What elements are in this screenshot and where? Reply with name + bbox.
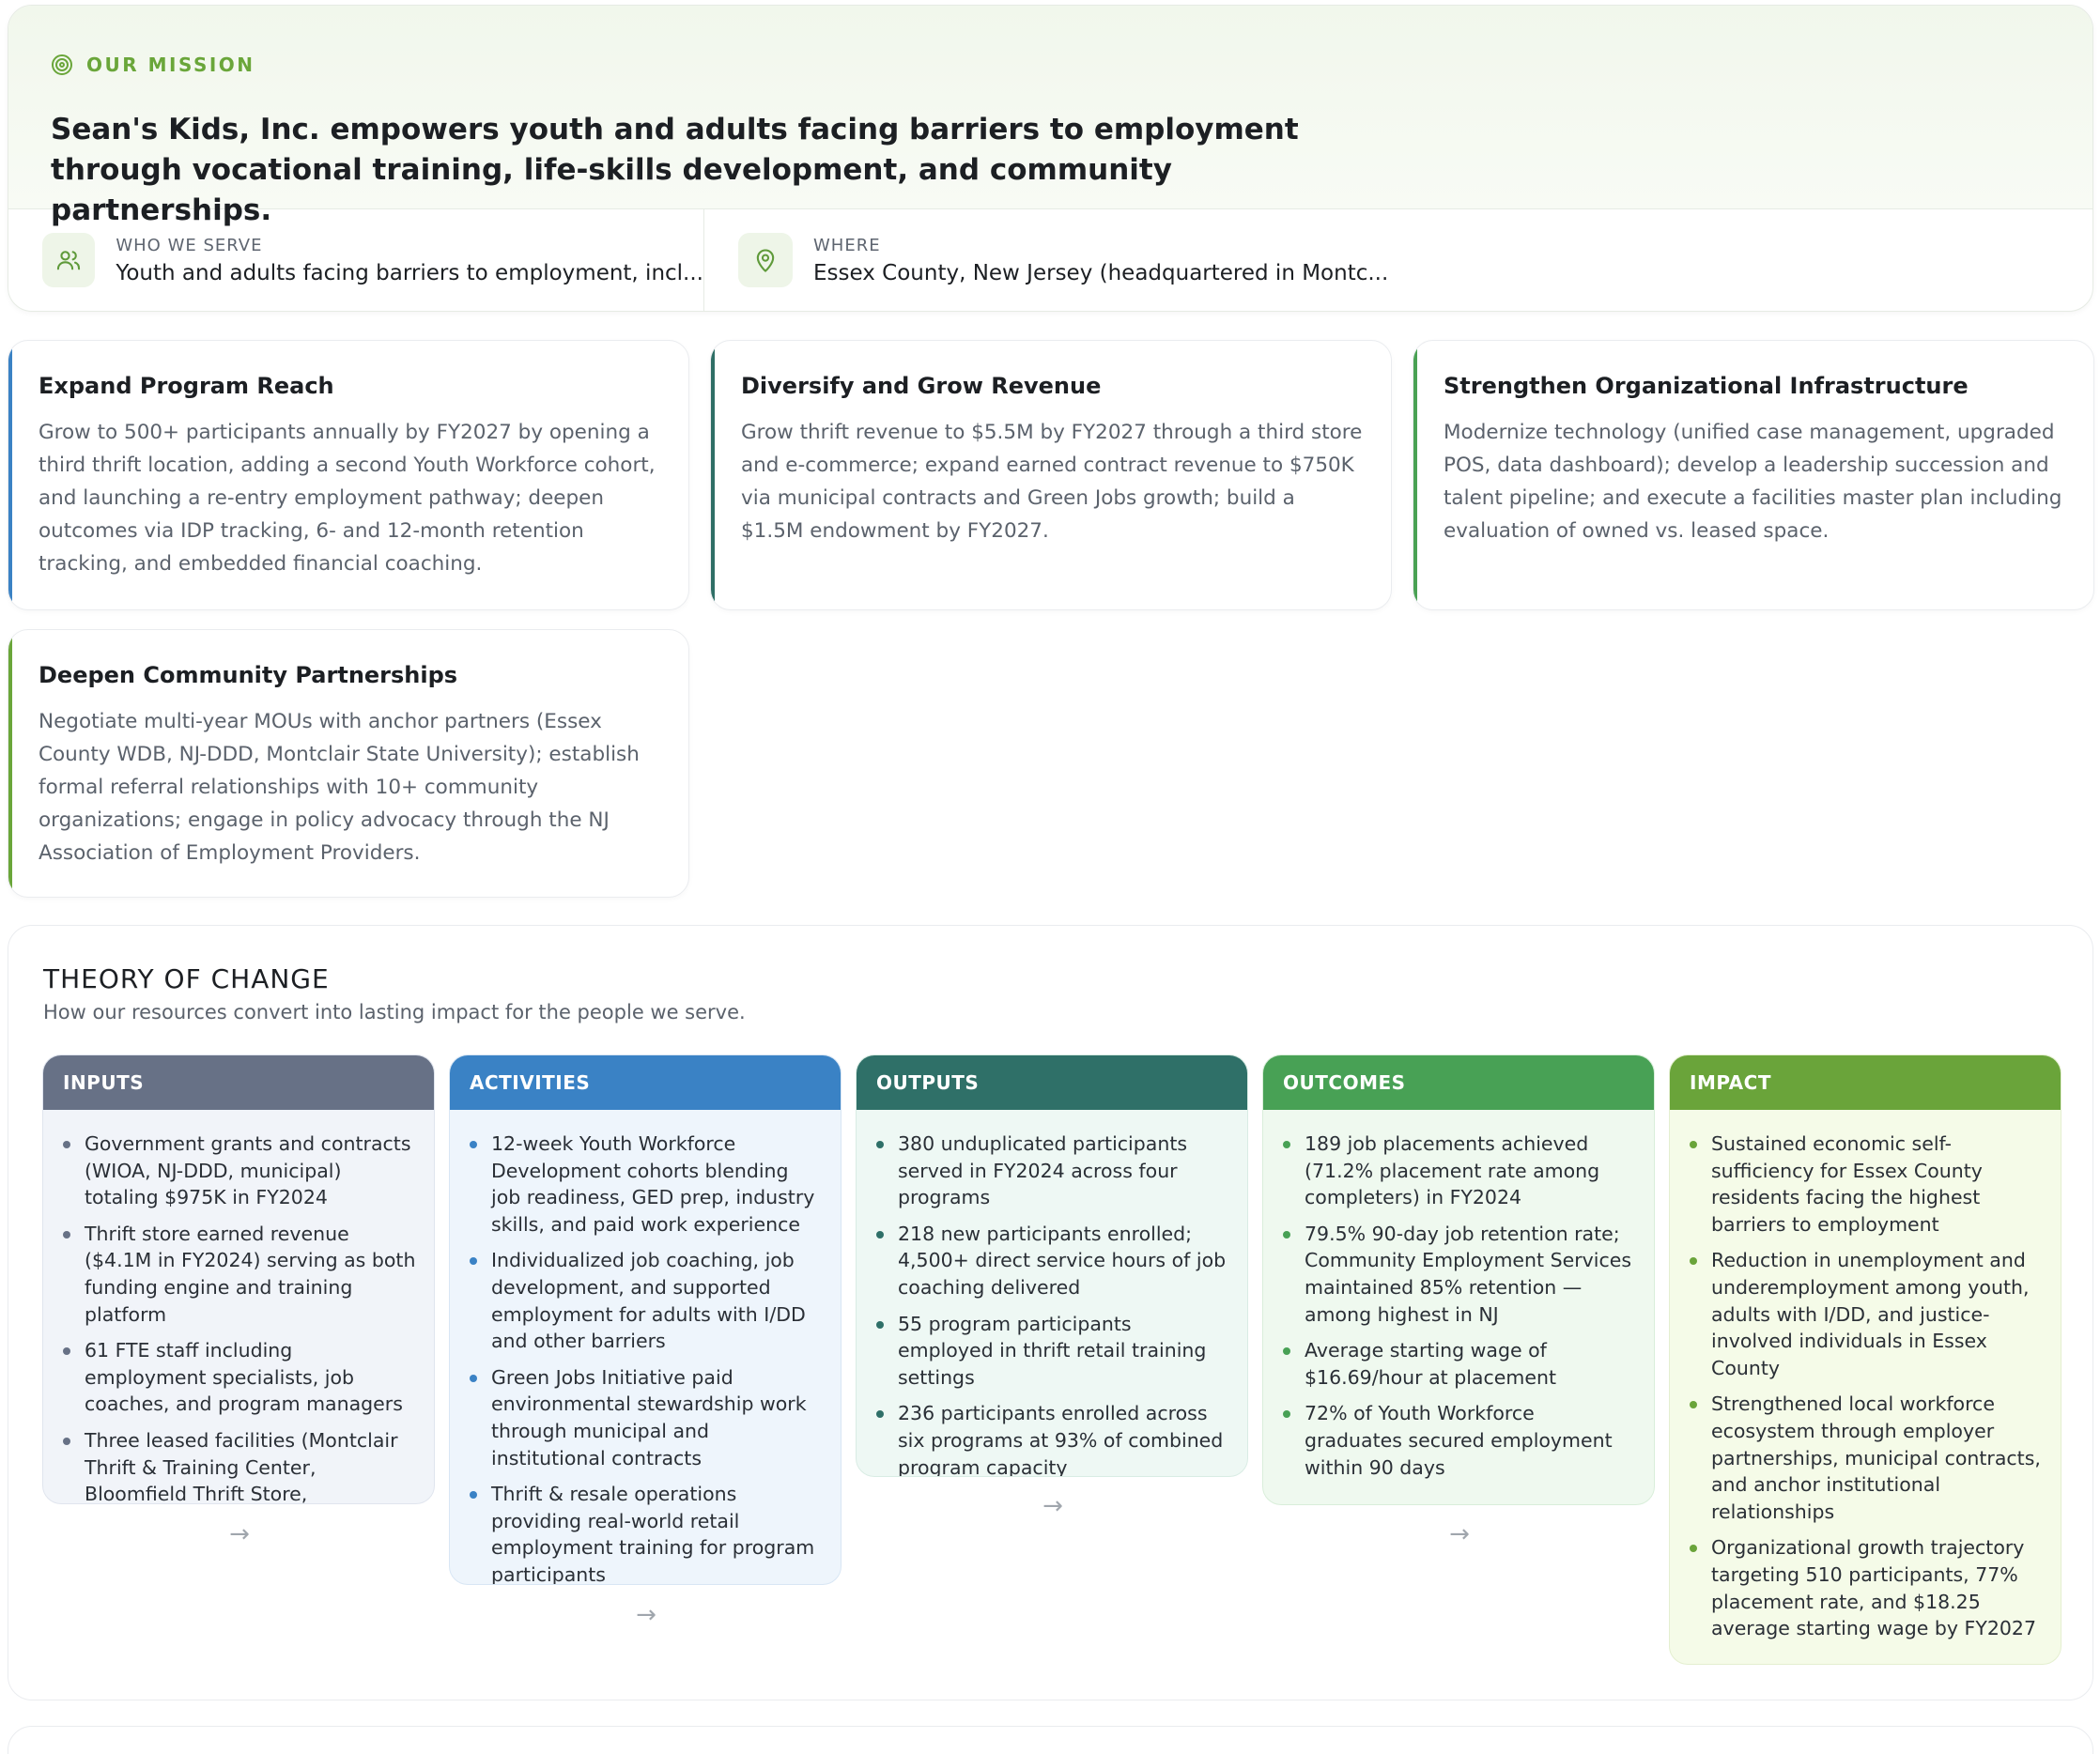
list-item: 12-week Youth Workforce Development coho…	[470, 1131, 824, 1238]
goal-card-revenue: Diversify and Grow Revenue Grow thrift r…	[710, 340, 1392, 610]
goal-text: Modernize technology (unified case manag…	[1444, 421, 2062, 543]
who-we-serve-value: Youth and adults facing barriers to empl…	[116, 260, 703, 285]
where-cell: WHERE Essex County, New Jersey (headquar…	[704, 209, 2092, 311]
list-item: Average starting wage of $16.69/hour at …	[1283, 1337, 1637, 1391]
list-item: 236 participants enrolled across six pro…	[876, 1400, 1230, 1476]
column-heading: INPUTS	[43, 1055, 434, 1110]
theory-of-change-card: THEORY OF CHANGE How our resources conve…	[8, 925, 2093, 1700]
goal-text: Grow thrift revenue to $5.5M by FY2027 t…	[741, 421, 1363, 543]
mission-label: OUR MISSION	[86, 54, 255, 76]
mission-header: OUR MISSION Sean's Kids, Inc. empowers y…	[8, 6, 2092, 227]
column-heading: ACTIVITIES	[450, 1055, 841, 1110]
toc-column-outputs: OUTPUTS 380 unduplicated participants se…	[856, 1054, 1248, 1477]
goal-card-partnerships: Deepen Community Partnerships Negotiate …	[8, 629, 689, 898]
mission-card: OUR MISSION Sean's Kids, Inc. empowers y…	[8, 5, 2093, 312]
list-item: Individualized job coaching, job develop…	[470, 1247, 824, 1354]
list-item: 380 unduplicated participants served in …	[876, 1131, 1230, 1211]
list-item: 79.5% 90-day job retention rate; Communi…	[1283, 1221, 1637, 1328]
goal-card-infrastructure: Strengthen Organizational Infrastructure…	[1413, 340, 2094, 610]
toc-column-activities: ACTIVITIES 12-week Youth Workforce Devel…	[449, 1054, 842, 1585]
section-subtitle: How our resources convert into lasting i…	[43, 1001, 746, 1023]
who-we-serve-cell: WHO WE SERVE Youth and adults facing bar…	[8, 209, 704, 311]
section-title: THEORY OF CHANGE	[43, 963, 330, 994]
goal-title: Expand Program Reach	[39, 373, 334, 399]
list-item: Thrift store earned revenue ($4.1M in FY…	[63, 1221, 417, 1328]
list-item: 72% of Youth Workforce graduates secured…	[1283, 1400, 1637, 1481]
location-icon-box	[738, 233, 793, 287]
arrow-right-icon: →	[636, 1601, 656, 1629]
mission-statement: Sean's Kids, Inc. empowers youth and adu…	[51, 113, 1299, 227]
list-item: 61 FTE staff including employment specia…	[63, 1337, 417, 1418]
where-value: Essex County, New Jersey (headquartered …	[813, 260, 1389, 285]
map-pin-icon	[756, 249, 775, 272]
column-heading: OUTCOMES	[1263, 1055, 1654, 1110]
column-heading: OUTPUTS	[857, 1055, 1247, 1110]
toc-column-inputs: INPUTS Government grants and contracts (…	[42, 1054, 435, 1504]
next-section-card	[8, 1726, 2093, 1754]
list-item: Green Jobs Initiative paid environmental…	[470, 1364, 824, 1471]
who-we-serve-label: WHO WE SERVE	[116, 235, 263, 255]
list-item: Strengthened local workforce ecosystem t…	[1690, 1391, 2044, 1525]
list-item: Government grants and contracts (WIOA, N…	[63, 1131, 417, 1211]
list-item: Thrift & resale operations providing rea…	[470, 1481, 824, 1584]
list-item: Three leased facilities (Montclair Thrif…	[63, 1427, 417, 1503]
mission-label-row: OUR MISSION	[51, 48, 2050, 82]
toc-column-outcomes: OUTCOMES 189 job placements achieved (71…	[1262, 1054, 1655, 1505]
goal-card-program-reach: Expand Program Reach Grow to 500+ partic…	[8, 340, 689, 610]
arrow-right-icon: →	[1449, 1520, 1470, 1548]
goal-title: Diversify and Grow Revenue	[741, 373, 1102, 399]
goal-text: Grow to 500+ participants annually by FY…	[39, 421, 656, 576]
list-item: 55 program participants employed in thri…	[876, 1311, 1230, 1392]
arrow-right-icon: →	[1042, 1492, 1063, 1520]
users-icon	[57, 251, 81, 270]
list-item: 189 job placements achieved (71.2% place…	[1283, 1131, 1637, 1211]
arrow-right-icon: →	[229, 1520, 250, 1548]
column-heading: IMPACT	[1670, 1055, 2061, 1110]
goal-title: Strengthen Organizational Infrastructure	[1444, 373, 1969, 399]
list-item: 218 new participants enrolled; 4,500+ di…	[876, 1221, 1230, 1301]
target-icon	[52, 54, 72, 75]
where-label: WHERE	[813, 235, 881, 255]
mission-details: WHO WE SERVE Youth and adults facing bar…	[8, 209, 2092, 311]
list-item: Organizational growth trajectory targeti…	[1690, 1534, 2044, 1641]
toc-column-impact: IMPACT Sustained economic self-sufficien…	[1669, 1054, 2061, 1665]
list-item: Sustained economic self-sufficiency for …	[1690, 1131, 2044, 1238]
users-icon-box	[42, 233, 96, 287]
goal-title: Deepen Community Partnerships	[39, 662, 458, 688]
goal-text: Negotiate multi-year MOUs with anchor pa…	[39, 710, 640, 865]
list-item: Reduction in unemployment and underemplo…	[1690, 1247, 2044, 1381]
